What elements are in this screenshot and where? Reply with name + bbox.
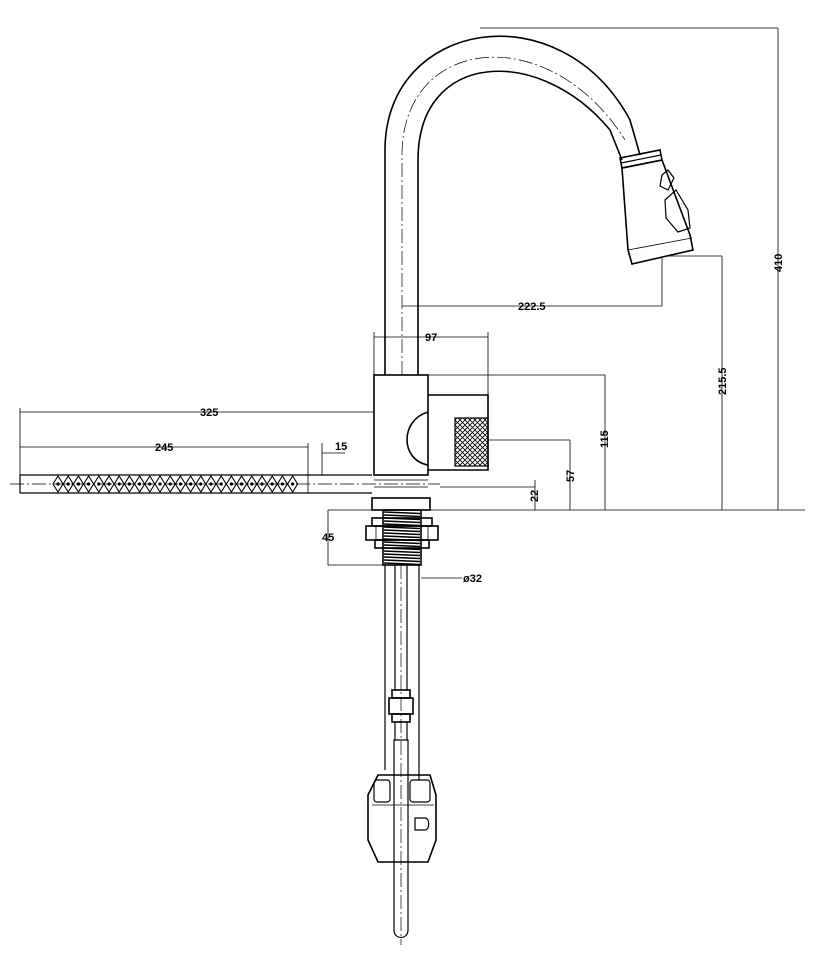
hose-bead-center bbox=[189, 482, 193, 486]
thread-line bbox=[383, 514, 421, 518]
dim-mount-depth: 45 bbox=[322, 532, 334, 544]
supply-lines bbox=[384, 565, 420, 945]
thread-line bbox=[383, 526, 421, 530]
thread-line bbox=[383, 538, 421, 542]
thread-line bbox=[383, 541, 421, 545]
dim-handle-height: 57 bbox=[565, 470, 577, 482]
hose-bead-center bbox=[240, 482, 244, 486]
hose-bead-center bbox=[107, 482, 111, 486]
hose-bead-center bbox=[178, 482, 182, 486]
hose-bead-center bbox=[158, 482, 162, 486]
dimension-labels: 410 215.5 222.5 97 115 57 22 325 245 15 … bbox=[155, 254, 785, 585]
thread-line bbox=[383, 556, 421, 560]
hose-bead-center bbox=[219, 482, 223, 486]
hose-bead-center bbox=[260, 482, 264, 486]
thread-line bbox=[383, 559, 421, 563]
pull-out-hose bbox=[19, 474, 372, 494]
hose-counterweight bbox=[367, 774, 437, 863]
hose-bead-center bbox=[138, 482, 142, 486]
dim-base-height: 22 bbox=[529, 490, 541, 502]
hose-bead-center bbox=[148, 482, 152, 486]
shank-threads bbox=[383, 511, 421, 566]
hose-weight-beads bbox=[52, 474, 299, 494]
hose-bead-center bbox=[280, 482, 284, 486]
dimension-lines bbox=[19, 27, 805, 579]
thread-line bbox=[383, 553, 421, 557]
hose-bead bbox=[286, 474, 299, 494]
hose-bead-center bbox=[97, 482, 101, 486]
hose-bead-center bbox=[291, 482, 295, 486]
hose-bead-center bbox=[127, 482, 131, 486]
knurled-handle bbox=[454, 417, 489, 467]
thread-line bbox=[383, 520, 421, 524]
hose-bead-center bbox=[199, 482, 203, 486]
thread-line bbox=[383, 547, 421, 551]
hose-bead-center bbox=[209, 482, 213, 486]
thread-line bbox=[383, 529, 421, 533]
dim-hose-end: 15 bbox=[335, 441, 347, 453]
thread-line bbox=[383, 532, 421, 536]
dim-spout-reach: 222.5 bbox=[518, 301, 546, 313]
hose-bead-center bbox=[87, 482, 91, 486]
dim-hose-threaded: 245 bbox=[155, 442, 173, 454]
dim-body-width: 97 bbox=[425, 332, 437, 344]
mounting-shank bbox=[365, 509, 439, 566]
thread-line bbox=[383, 511, 421, 515]
spray-head bbox=[619, 149, 694, 275]
dim-hose-total: 325 bbox=[200, 407, 218, 419]
hose-bead-center bbox=[66, 482, 70, 486]
thread-line bbox=[383, 517, 421, 521]
hose-bead-center bbox=[270, 482, 274, 486]
dim-overall-height: 410 bbox=[773, 254, 785, 272]
dim-outlet-height: 215.5 bbox=[717, 367, 729, 395]
hose-bead-center bbox=[117, 482, 121, 486]
hose-bead-center bbox=[76, 482, 80, 486]
hose-bead-center bbox=[229, 482, 233, 486]
thread-line bbox=[383, 523, 421, 527]
gooseneck-spout bbox=[384, 35, 641, 375]
thread-line bbox=[383, 535, 421, 539]
dim-shank-diameter: ø32 bbox=[463, 573, 482, 585]
hose-bead-center bbox=[56, 482, 60, 486]
hose-bead-center bbox=[250, 482, 254, 486]
thread-line bbox=[383, 544, 421, 548]
dim-body-height: 115 bbox=[599, 430, 611, 448]
hose-bead-center bbox=[168, 482, 172, 486]
thread-line bbox=[383, 550, 421, 554]
